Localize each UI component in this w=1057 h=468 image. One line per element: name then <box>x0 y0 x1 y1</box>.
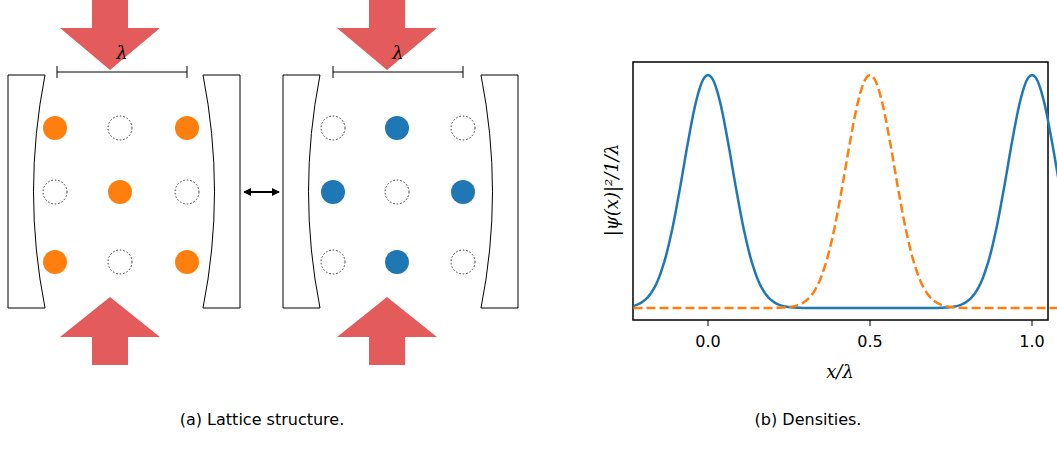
lattice-site <box>108 116 132 140</box>
cavity-mirror <box>8 75 518 308</box>
lattice-site <box>108 250 132 274</box>
lattice-site <box>451 250 475 274</box>
lattice-site <box>451 180 475 204</box>
lattice-site <box>321 116 345 140</box>
dimension-bracket <box>57 66 463 78</box>
tick-label: 0.0 <box>695 333 720 351</box>
lattice-sites <box>43 116 475 274</box>
coupling-arrow <box>244 191 279 193</box>
density-curve <box>634 75 1057 308</box>
dimension-label: λ <box>116 43 127 63</box>
tick-label: 1.0 <box>1019 333 1044 351</box>
pump-arrow <box>60 0 437 365</box>
subcaption: (a) Lattice structure. <box>180 411 345 429</box>
axis-label: x/λ <box>826 362 854 382</box>
lattice-site <box>43 116 67 140</box>
lattice-site <box>321 250 345 274</box>
lattice-site <box>175 116 199 140</box>
dimension-label: λ <box>392 43 403 63</box>
density-curve <box>634 75 1057 308</box>
lattice-site <box>321 180 345 204</box>
lattice-site <box>385 250 409 274</box>
axis-label: |ψ(x)|²/1/λ <box>602 144 622 237</box>
axis-ticks <box>708 320 1032 326</box>
subcaption: (b) Densities. <box>755 411 862 429</box>
lattice-site <box>451 116 475 140</box>
lattice-site <box>43 250 67 274</box>
density-curves <box>634 75 1057 308</box>
lattice-site <box>175 250 199 274</box>
lattice-site <box>385 116 409 140</box>
lattice-site <box>108 180 132 204</box>
lattice-site <box>175 180 199 204</box>
lattice-site <box>385 180 409 204</box>
tick-label: 0.5 <box>857 333 882 351</box>
lattice-site <box>43 180 67 204</box>
